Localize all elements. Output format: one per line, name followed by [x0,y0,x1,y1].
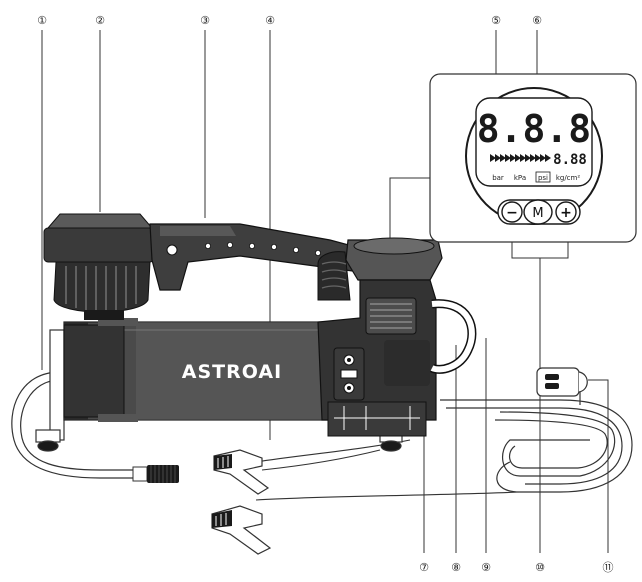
lcd-sub-reading: 8.88 [553,152,587,168]
battery-clamp-red [213,449,270,495]
lcd-progress-arrows [490,154,551,162]
lcd-unit-kpa: kPa [514,174,526,182]
minus-button[interactable]: − [501,201,523,223]
plus-button-label: + [560,205,572,221]
callout-numbers: ① ② ③ ④ ⑤ ⑥ ⑦ ⑧ ⑨ ⑩ ⑪ [30,8,620,577]
mode-button-label: M [532,206,543,221]
callout-10: ⑩ [535,561,545,574]
air-hose [11,371,135,479]
callout-8: ⑧ [451,561,461,574]
plus-button[interactable]: + [555,201,577,223]
callout-1: ① [37,14,47,27]
cylinder-head [43,213,155,320]
lcd-main-reading: 8.8.8 [477,107,591,151]
callout-6: ⑥ [532,14,542,27]
callout-7: ⑦ [419,561,429,574]
cigarette-lighter-plug [536,367,588,397]
display-inset: 8.8.8 8.88 bar kPa psi kg/cm² − M + [429,73,637,243]
lcd-unit-bar: bar [492,174,504,182]
callout-9: ⑨ [481,561,491,574]
callout-4: ④ [265,14,275,27]
battery-clamp-black [211,505,272,555]
frame-bracket [35,329,403,452]
carry-handle [149,223,373,291]
callout-5: ⑤ [491,14,501,27]
control-housing [317,237,477,437]
callout-11: ⑪ [603,561,614,574]
power-cable-coil [440,392,633,493]
lcd-unit-psi: psi [538,174,548,182]
callout-3: ③ [200,14,210,27]
brand-logo: ASTROAI [182,361,282,383]
callout-2: ② [95,14,105,27]
hose-valve-connector [132,465,179,483]
mode-button[interactable]: M [523,199,553,225]
minus-button-label: − [506,205,518,221]
lcd-unit-kgcm2: kg/cm² [556,174,581,182]
end-cap [63,318,138,422]
